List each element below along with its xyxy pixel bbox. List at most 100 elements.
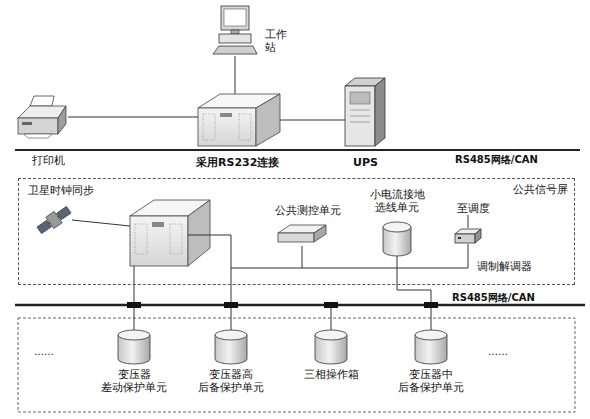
ws-part [213, 46, 257, 54]
computer-symbol [130, 200, 210, 266]
ups-part [375, 78, 385, 146]
wire [72, 220, 130, 226]
printer-part [30, 96, 54, 106]
leader-line [468, 215, 469, 228]
modem-part [475, 229, 481, 243]
bus-connector [424, 302, 438, 308]
cyl-part [215, 330, 247, 340]
computer-drive [152, 222, 164, 227]
ups-part [350, 110, 370, 111]
flat-part [314, 225, 326, 242]
printer-part [18, 118, 58, 134]
device-node: 小电流接地 选线单元 [383, 222, 411, 256]
sat-part [35, 204, 73, 236]
node-label: 公共测控单元 [275, 204, 345, 217]
modem-part [458, 237, 461, 239]
device-node: 变压器 差动保护单元 [118, 330, 150, 364]
sat-part [58, 216, 60, 218]
cyl-part [415, 330, 447, 340]
node-label: 至调度 [457, 202, 497, 215]
ws-part [224, 9, 246, 26]
cyl-symbol [215, 330, 247, 364]
wire [134, 266, 135, 330]
wire [231, 268, 302, 269]
bus-connector [127, 302, 141, 308]
node-label: 卫星时钟同步 [28, 184, 108, 197]
ups-part [350, 92, 370, 104]
device-node: 公共测控单元 [278, 224, 326, 246]
modem-part [455, 234, 475, 243]
device-node: 三相操作箱 [315, 330, 347, 364]
bus-label: RS485网络/CAN [455, 154, 538, 166]
sat-part [46, 211, 62, 228]
computer-vent [135, 224, 147, 254]
cyl-symbol [383, 222, 411, 256]
ups-part [345, 86, 375, 146]
computer-front [130, 216, 188, 266]
computer-node: 采用RS232连接 [198, 94, 280, 146]
connector-line [280, 120, 345, 121]
pc-symbol [198, 94, 280, 146]
printer-symbol [18, 96, 68, 138]
dashed-group [18, 318, 575, 412]
ups-node: UPS [345, 78, 385, 146]
flat-symbol [278, 224, 326, 246]
node-label: UPS [353, 156, 393, 169]
connector-line [235, 56, 236, 94]
workstation-node: 工作 站 [213, 6, 257, 56]
node-label: 变压器 差动保护单元 [96, 368, 172, 394]
bus-label: RS485网络/CAN [452, 292, 535, 304]
signal-panel-band: 公共信号屏卫星时钟同步公共测控单元小电流接地 选线单元至调度调制解调器 [18, 178, 575, 285]
ellipsis-label: …… [34, 346, 54, 358]
node-label: 小电流接地 选线单元 [363, 188, 431, 214]
flat-part [278, 233, 314, 242]
wire [397, 256, 431, 330]
pc-part [203, 114, 215, 140]
printer-part [58, 106, 66, 134]
ellipsis-label: …… [488, 346, 508, 358]
wire [331, 305, 332, 330]
pc-part [239, 114, 251, 140]
node-label: 工作 站 [265, 28, 291, 54]
node-label: 三相操作箱 [293, 368, 369, 381]
computer-side [188, 200, 210, 266]
connector-line [302, 244, 468, 268]
sat-part [49, 222, 51, 224]
cyl-symbol [315, 330, 347, 364]
pc-part [220, 113, 232, 117]
cyl-part [383, 222, 411, 232]
printer-part [22, 122, 32, 125]
node-label: 打印机 [32, 154, 82, 167]
node-label: 采用RS232连接 [196, 156, 306, 169]
wire [188, 235, 231, 330]
ws-symbol [213, 6, 257, 56]
bus-connector [224, 302, 238, 308]
ups-part [350, 122, 370, 123]
ws-part [219, 34, 251, 43]
bus-connector [324, 302, 338, 308]
ups-symbol [345, 78, 385, 146]
bus-line [15, 149, 580, 151]
cyl-symbol [415, 330, 447, 364]
cyl-symbol [118, 330, 150, 364]
cyl-part [118, 330, 150, 340]
cyl-part [315, 330, 347, 340]
satellite-node: 卫星时钟同步 [36, 200, 72, 240]
connector-line [68, 117, 198, 118]
printer-part [24, 134, 52, 138]
bus-line [15, 304, 585, 307]
node-label: 变压器高 后备保护单元 [193, 368, 269, 394]
modem-node: 至调度调制解调器 [455, 228, 481, 244]
pc-part [198, 108, 256, 146]
node-label: 调制解调器 [477, 260, 547, 273]
sat-symbol [36, 200, 72, 240]
ws-part [231, 30, 239, 34]
device-node: 变压器中 后备保护单元 [415, 330, 447, 364]
pc-part [256, 94, 280, 146]
device-node: 变压器高 后备保护单元 [215, 330, 247, 364]
computer-vent [170, 224, 182, 254]
printer-node: 打印机 [18, 96, 68, 138]
ws-part [221, 6, 249, 30]
ups-part [350, 116, 370, 117]
